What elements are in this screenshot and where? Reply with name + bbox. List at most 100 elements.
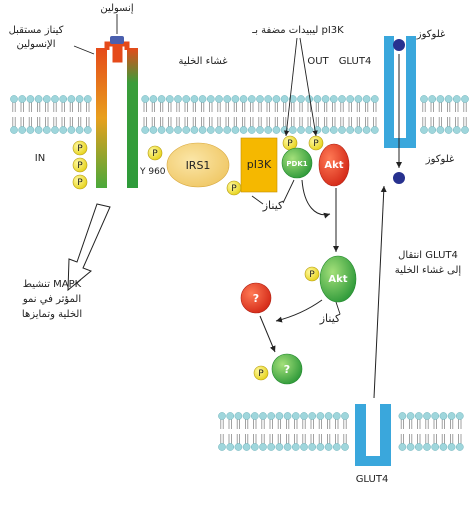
lipid-head (455, 412, 464, 420)
unknown-substrate-active (271, 353, 303, 385)
lipid-head (206, 95, 215, 103)
lipid-head (234, 443, 243, 451)
connector-line (251, 195, 264, 205)
lipid-head (370, 126, 379, 134)
lipid-head (10, 126, 18, 134)
arrow-akt-to-target (275, 299, 323, 323)
lipid-head (83, 95, 92, 103)
lipid-head (231, 95, 240, 103)
lipid-head (452, 126, 461, 134)
y960-label: Y 960 (139, 167, 166, 177)
lipid-head (26, 95, 35, 103)
lipid-head (428, 126, 437, 134)
lipid-head (291, 412, 300, 420)
lipid-head (51, 126, 59, 134)
lipid-head (300, 443, 308, 451)
lipid-head (329, 126, 338, 134)
pointer-pi3k-lipids (299, 37, 318, 137)
lipid-head (264, 126, 273, 134)
irs1-label: IRS1 (186, 159, 211, 172)
cell-membrane-bottom (218, 412, 464, 451)
mapk-label: تنشيط MAPK (23, 279, 82, 290)
lipid-head (215, 95, 223, 103)
lipid-head (346, 95, 355, 103)
lipid-head (461, 126, 469, 134)
lipid-head (444, 95, 453, 103)
lipid-head (239, 126, 248, 134)
lipid-head (67, 126, 76, 134)
receptor-phospho-group: P P P P (72, 140, 163, 190)
lipid-head (190, 95, 199, 103)
phospho-site (72, 157, 88, 173)
receptor-kinase-label: كيناز مستقبل (9, 25, 64, 36)
arrow-glut4-translocation (373, 185, 387, 399)
lipid-head (444, 126, 453, 134)
lipid-head (280, 95, 289, 103)
unknown-substrate-inactive (240, 282, 272, 314)
lipid-head (223, 95, 232, 103)
lipid-head (414, 412, 423, 420)
phospho-label: P (287, 139, 293, 149)
lipid-head (223, 126, 232, 134)
lipid-head (259, 412, 267, 420)
in-label: IN (35, 153, 45, 164)
pointer-receptor (73, 45, 95, 55)
lipid-head (250, 412, 259, 420)
connector-line (282, 179, 295, 204)
receptor-binding-site (104, 41, 130, 63)
arrow-mapk-activation (67, 203, 111, 292)
lipid-head (423, 412, 431, 420)
lipid-head (206, 126, 215, 134)
lipid-head (198, 126, 207, 134)
lipid-head (291, 443, 300, 451)
lipid-head (242, 412, 251, 420)
lipid-head (461, 95, 469, 103)
lipid-head (42, 126, 51, 134)
lipid-head (324, 443, 333, 451)
connector-line (335, 301, 341, 315)
lipid-head (447, 443, 456, 451)
lipid-head (242, 443, 251, 451)
lipid-head (26, 126, 35, 134)
phospho-site (147, 145, 163, 161)
lipid-head (141, 95, 150, 103)
lipid-head (59, 126, 68, 134)
lipid-head (42, 95, 51, 103)
lipid-head (420, 95, 428, 103)
lipid-head (259, 443, 267, 451)
lipid-head (218, 443, 226, 451)
lipid-head (174, 95, 182, 103)
receptor-left-chain (96, 48, 107, 188)
kinase-label: كيناز (319, 312, 341, 325)
pointer-pi3k-lipids (283, 37, 298, 137)
lipid-head (439, 443, 448, 451)
glut4-label: GLUT4 (339, 56, 372, 67)
unknown-label: ? (284, 363, 290, 376)
mapk-label: الخلية وتمايزها (22, 309, 82, 320)
lipid-head (329, 95, 338, 103)
lipid-head (75, 95, 84, 103)
lipid-head (420, 126, 428, 134)
cell-membrane-top (10, 95, 469, 134)
lipid-head (354, 95, 363, 103)
lipid-head (247, 126, 256, 134)
lipid-head (406, 412, 415, 420)
lipid-head (398, 412, 407, 420)
phospho-label: P (152, 149, 158, 159)
phospho-label: P (77, 144, 83, 154)
pdk1-label: PDK1 (286, 160, 307, 168)
lipid-head (308, 443, 317, 451)
insulin-receptor (96, 36, 138, 188)
lipid-head (218, 412, 226, 420)
lipid-head (324, 412, 333, 420)
lipid-head (18, 95, 27, 103)
lipid-head (247, 95, 256, 103)
lipid-head (149, 95, 158, 103)
lipid-head (226, 443, 235, 451)
lipid-head (316, 443, 325, 451)
lipid-head (406, 443, 415, 451)
lipid-head (308, 412, 317, 420)
glucose-label: غلوكوز (425, 154, 454, 165)
lipid-head (436, 126, 445, 134)
